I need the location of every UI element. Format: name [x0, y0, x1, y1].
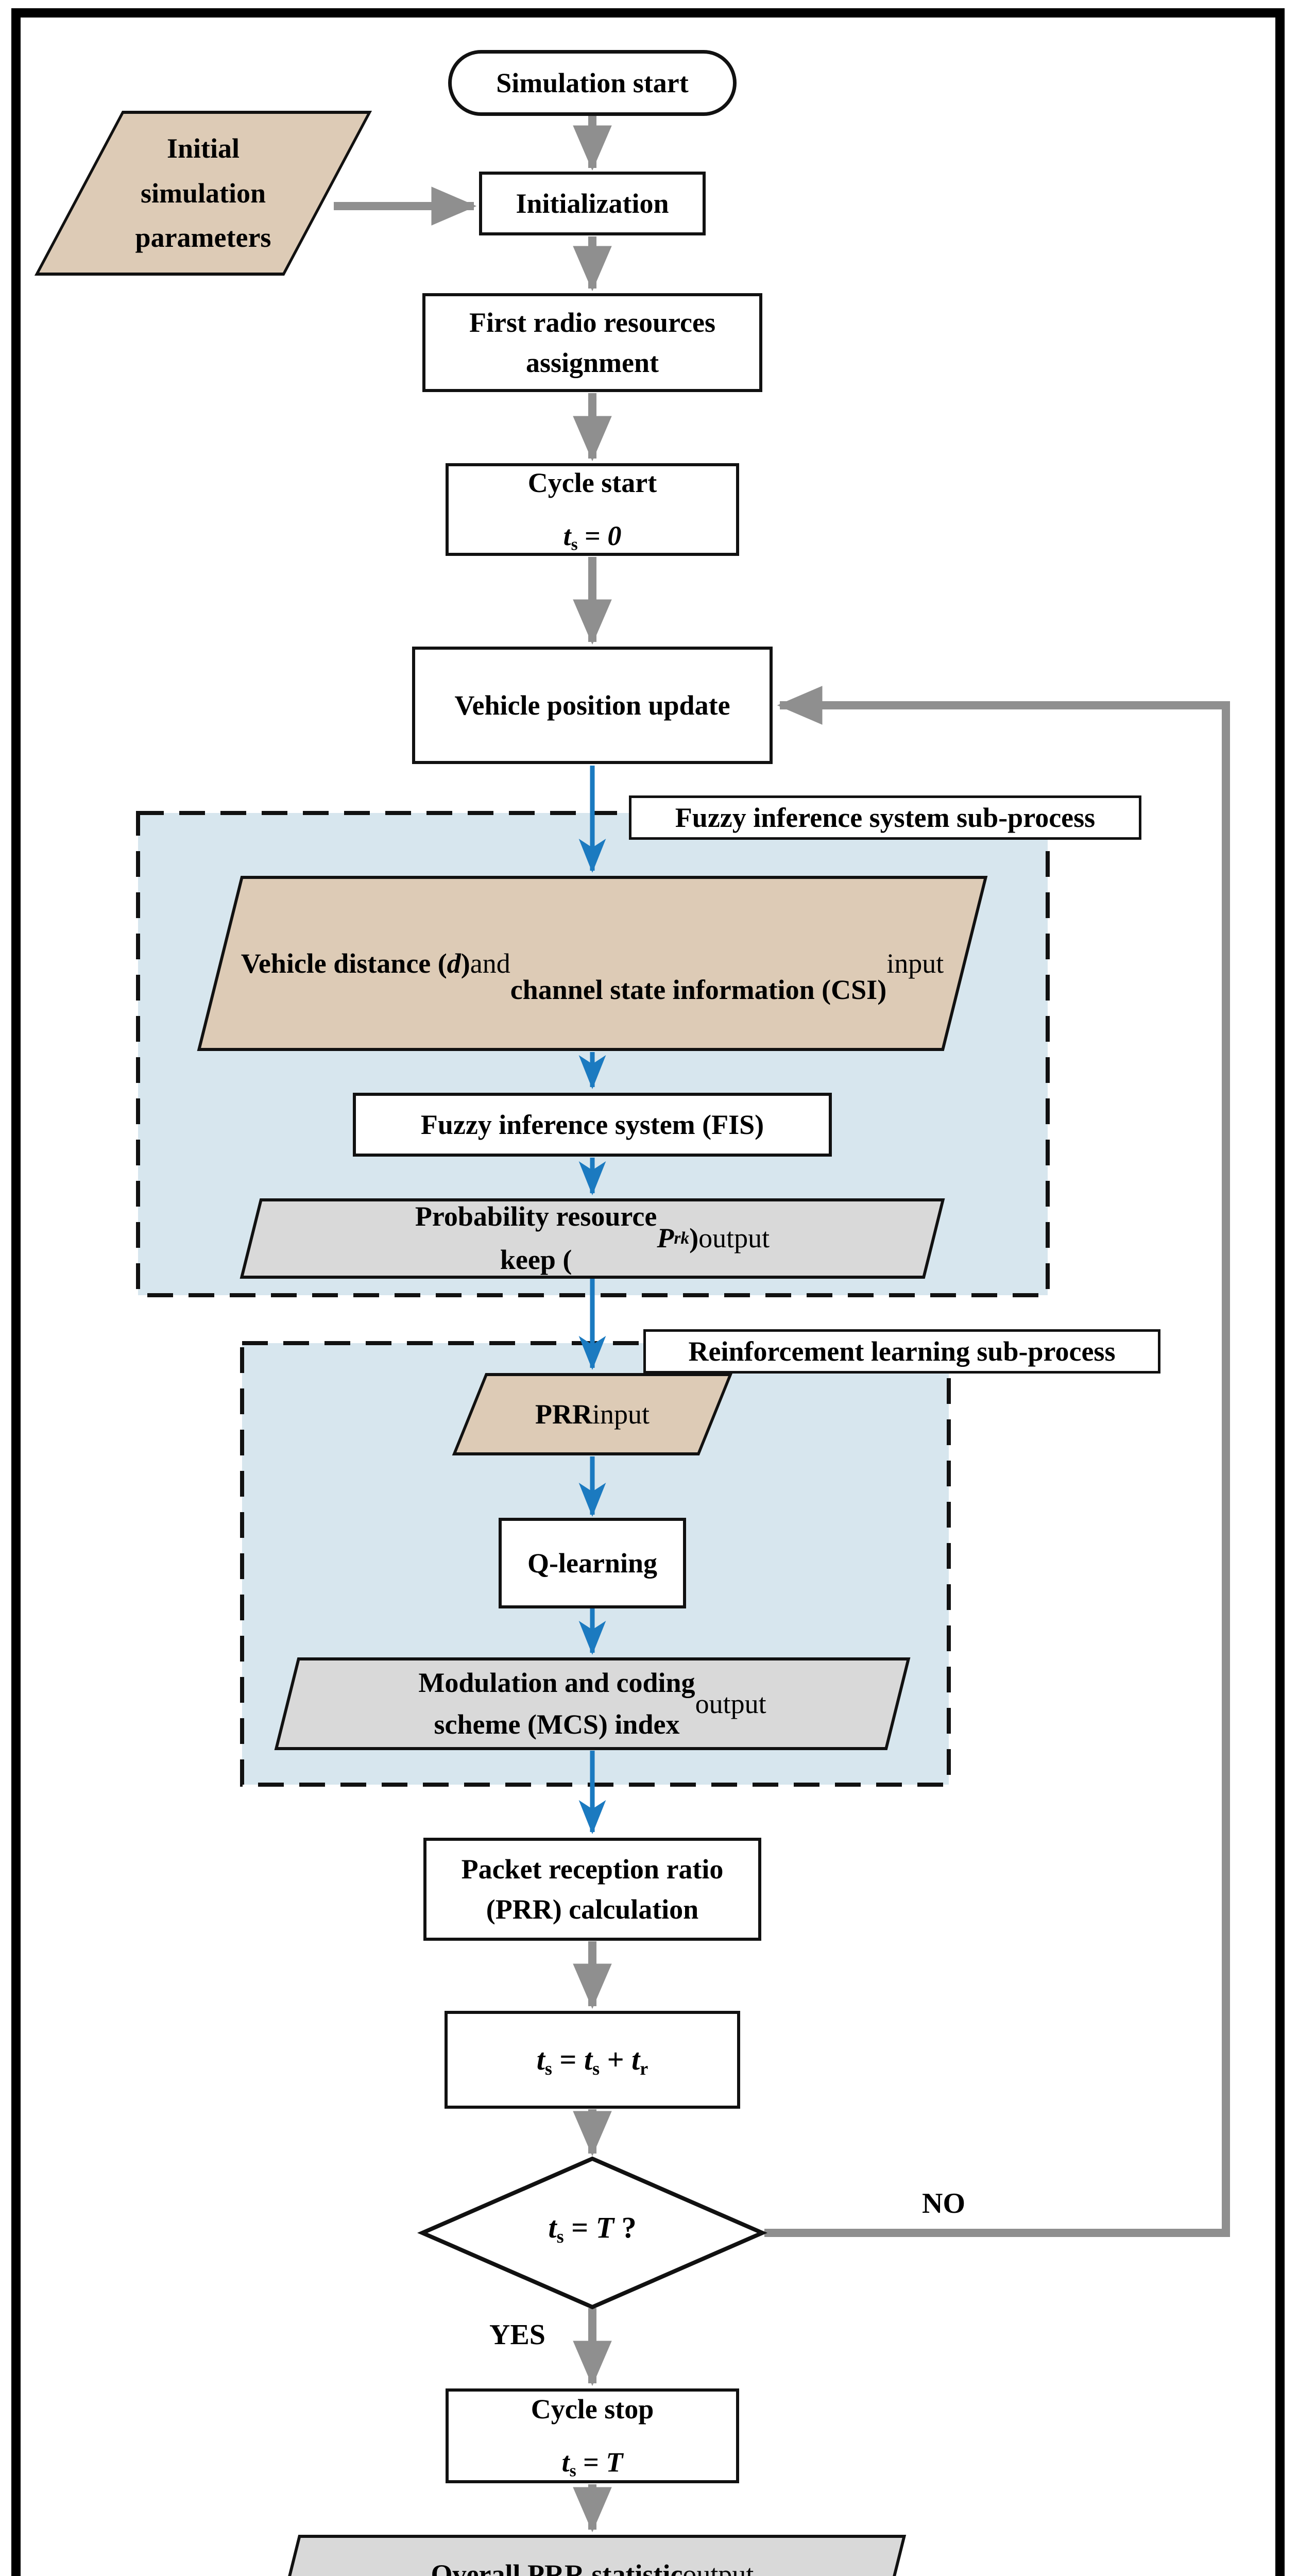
figure-border [11, 8, 1285, 2576]
decision-diamond [417, 2156, 768, 2310]
node-prr-calculation-label: Packet reception ratio(PRR) calculation [461, 1853, 724, 1925]
node-simulation-start-label: Simulation start [496, 67, 689, 98]
node-simulation-start: Simulation start [448, 50, 737, 116]
decision-label: ts = T ? [484, 2210, 701, 2247]
rl-subprocess-label-text: Reinforcement learning sub-process [688, 1336, 1116, 1367]
fis-subprocess-label: Fuzzy inference system sub-process [629, 795, 1141, 840]
node-prr-input-label: PRR input [535, 1398, 650, 1430]
node-overall-prr-output: Overall PRR statistic output [278, 2535, 907, 2576]
fis-subprocess-label-text: Fuzzy inference system sub-process [675, 802, 1096, 833]
node-time-update-label: ts = ts + tr [536, 2042, 648, 2079]
decision-expression: ts = T ? [548, 2211, 637, 2247]
node-prr-calculation: Packet reception ratio(PRR) calculation [423, 1838, 761, 1941]
branch-label-yes: YES [489, 2319, 545, 2351]
node-fuzzy-inference-system: Fuzzy inference system (FIS) [353, 1093, 832, 1157]
node-time-update: ts = ts + tr [445, 2011, 740, 2109]
node-prr-input: PRR input [452, 1373, 733, 1455]
arrow-no-loop-to-vehicle-update [764, 686, 1230, 2237]
node-initialization: Initialization [479, 172, 706, 235]
node-vehicle-position-update: Vehicle position update [412, 647, 773, 764]
node-q-learning-label: Q-learning [527, 1547, 657, 1579]
node-vehicle-position-update-label: Vehicle position update [454, 689, 730, 721]
node-fuzzy-inference-system-label: Fuzzy inference system (FIS) [420, 1109, 764, 1140]
rl-subprocess-label: Reinforcement learning sub-process [643, 1329, 1160, 1374]
node-initialization-label: Initialization [516, 188, 669, 219]
node-q-learning: Q-learning [499, 1518, 686, 1608]
branch-label-no: NO [922, 2188, 965, 2219]
node-overall-prr-output-label: Overall PRR statistic output [431, 2558, 754, 2576]
